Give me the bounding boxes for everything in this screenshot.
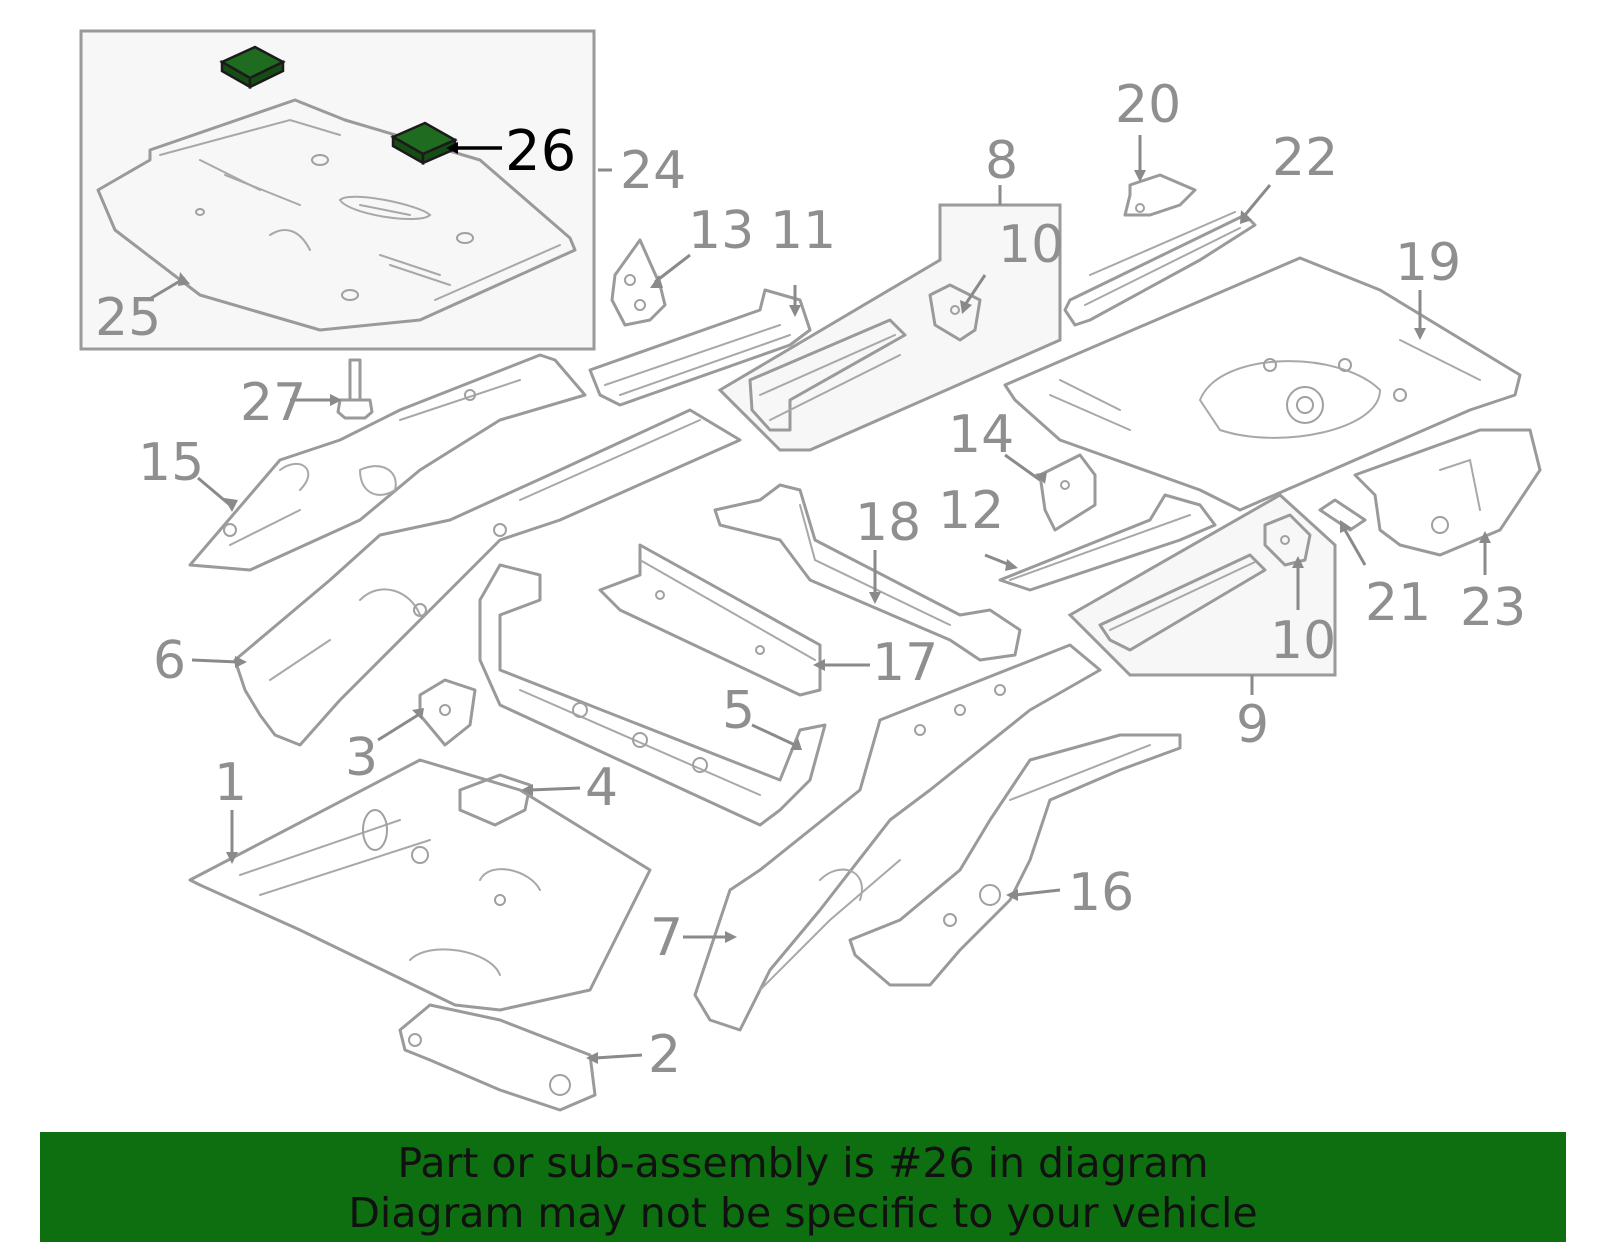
callout-1: 1: [214, 753, 247, 813]
part-18-crossmember: [713, 483, 1022, 662]
part-4-plate: [458, 773, 532, 827]
callout-22: 22: [1272, 128, 1338, 188]
callout-14: 14: [948, 405, 1014, 465]
part-19-rear-floor: [1003, 256, 1522, 512]
part-3-bracket: [418, 678, 477, 747]
part-23-panel: [1353, 428, 1542, 557]
part-26-pad: [219, 45, 458, 166]
group-box-24: [79, 29, 596, 351]
part-6-side-member: [233, 408, 742, 747]
banner-line-2: Diagram may not be specific to your vehi…: [348, 1189, 1258, 1237]
part-9-rail: [1098, 553, 1267, 652]
callout-17: 17: [872, 633, 938, 693]
callout-12: 12: [938, 481, 1004, 541]
part-11-rail: [588, 288, 812, 407]
part-27-bolt: [336, 358, 374, 420]
part-12-rail: [998, 493, 1217, 592]
group-box-8: [717, 203, 1062, 452]
arrow-heads: [178, 142, 1491, 1064]
callout-8: 8: [985, 131, 1018, 191]
callout-10-upper: 10: [998, 215, 1064, 275]
part-7-side-sill: [693, 643, 1102, 1032]
banner-line-1: Part or sub-assembly is #26 in diagram: [397, 1139, 1209, 1187]
callout-16: 16: [1068, 863, 1134, 923]
callout-9: 9: [1236, 695, 1269, 755]
callout-24: 24: [620, 141, 686, 201]
callout-23: 23: [1460, 578, 1526, 638]
callout-10-lower: 10: [1270, 611, 1336, 671]
part-14-bracket: [1038, 453, 1097, 532]
callout-15: 15: [138, 433, 204, 493]
callout-3: 3: [345, 728, 378, 788]
callout-27: 27: [240, 373, 306, 433]
group-box-9: [1067, 493, 1337, 677]
callout-11: 11: [770, 201, 836, 261]
callout-13: 13: [688, 201, 754, 261]
part-5-frame: [478, 563, 827, 827]
callout-labels: 1 2 3 4 5 6 7 8 9 10 10 11 12 13 14 15 1…: [95, 75, 1526, 1085]
part-17-crossmember: [598, 543, 822, 697]
callout-25: 25: [95, 288, 161, 348]
callout-4: 4: [585, 758, 618, 818]
callout-19: 19: [1395, 233, 1461, 293]
callout-26: 26: [505, 119, 576, 184]
part-20-bracket: [1123, 173, 1197, 217]
callout-20: 20: [1115, 75, 1181, 135]
part-10-bracket-lower: [1263, 513, 1312, 567]
part-8-rail: [748, 318, 907, 432]
part-15-member: [188, 353, 587, 572]
part-22-rail: [1063, 211, 1257, 327]
part-16-rear-member: [848, 733, 1182, 987]
callout-21: 21: [1365, 573, 1431, 633]
part-2-reinforcement: [398, 1003, 597, 1112]
callout-18: 18: [855, 493, 921, 553]
callout-2: 2: [648, 1025, 681, 1085]
callout-7: 7: [650, 908, 683, 968]
callout-5: 5: [722, 681, 755, 741]
info-banner: Part or sub-assembly is #26 in diagram D…: [40, 1132, 1566, 1242]
part-10-bracket-upper: [928, 283, 982, 342]
part-13-bracket: [610, 238, 667, 327]
callout-6: 6: [153, 631, 186, 691]
leader-lines: [147, 135, 1487, 1060]
part-25-undercover: [96, 98, 577, 332]
part-1-front-floor: [188, 758, 652, 1012]
